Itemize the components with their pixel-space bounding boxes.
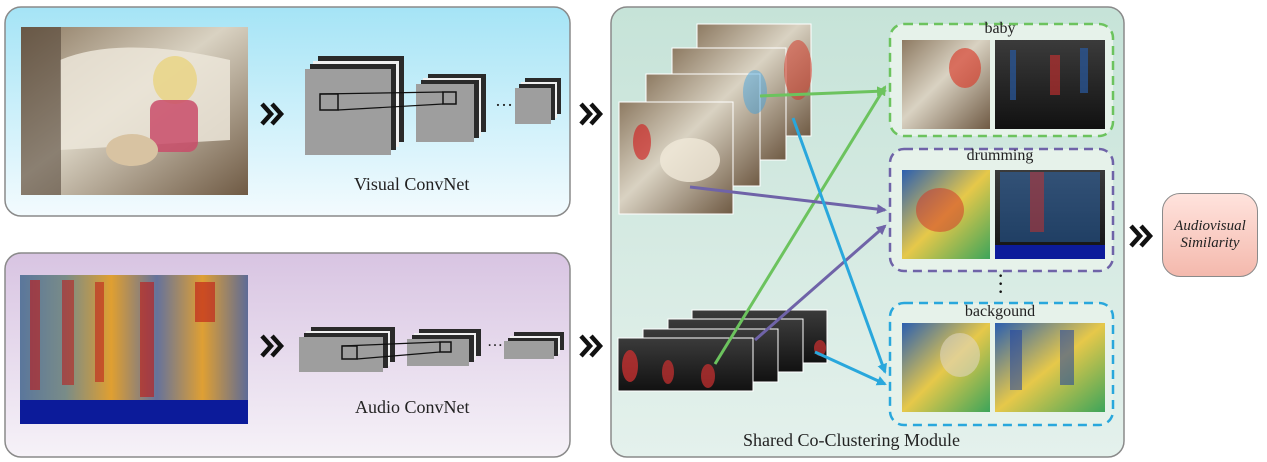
arrow-frame-to-drumming [689, 185, 887, 215]
audio-convnet [299, 327, 564, 372]
cluster-label-background: backgound [964, 303, 1036, 320]
frame-stack [618, 23, 812, 215]
visual-convnet [305, 56, 561, 155]
ellipsis-icon: … [495, 90, 513, 110]
ellipsis-icon: … [487, 333, 503, 350]
co-clustering-caption: Shared Co-Clustering Module [743, 430, 960, 450]
arrow-audio-to-baby [713, 85, 887, 365]
audiovisual-similarity-box: Audiovisual Similarity [1162, 193, 1258, 277]
input-spectrogram [20, 275, 248, 424]
vertical-ellipsis-icon: ··· [997, 263, 1005, 304]
cluster-label-baby: baby [984, 20, 1016, 37]
double-chevron-right-icon [579, 334, 604, 358]
cluster-thumbnails [902, 40, 1105, 412]
arrow-audio-to-drumming [754, 224, 887, 342]
double-chevron-right-icon [260, 334, 285, 358]
visual-convnet-caption: Visual ConvNet [354, 174, 470, 194]
input-video-frame [21, 27, 248, 195]
output-label-line1: Audiovisual [1174, 218, 1246, 234]
double-chevron-right-icon [260, 102, 285, 126]
double-chevron-right-icon [579, 102, 604, 126]
double-chevron-right-icon [1129, 224, 1154, 248]
arrow-frame-to-background [791, 117, 887, 374]
cluster-label-drumming: drumming [966, 147, 1034, 164]
audio-convnet-caption: Audio ConvNet [355, 397, 470, 417]
arrow-frame-to-baby [759, 86, 887, 98]
arrow-audio-to-background [814, 350, 887, 386]
output-label-line2: Similarity [1180, 235, 1240, 251]
